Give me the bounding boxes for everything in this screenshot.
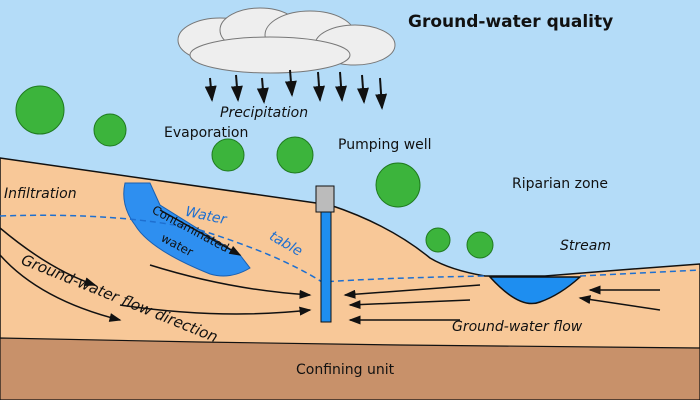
trees: [15, 85, 494, 259]
label-pumping-well: Pumping well: [338, 137, 432, 153]
label-infiltration: Infiltration: [4, 186, 77, 202]
label-ground-water-flow: Ground-water flow: [452, 319, 583, 335]
confining-unit: [0, 337, 700, 400]
label-riparian-zone: Riparian zone: [512, 176, 609, 192]
stream: [488, 276, 582, 305]
water-table-line: [0, 214, 700, 283]
label-stream: Stream: [560, 238, 611, 254]
label-confining-unit: Confining unit: [296, 362, 395, 378]
well-head: [315, 185, 335, 213]
pumping-well: [320, 211, 332, 323]
clouds: [177, 7, 396, 74]
rain-arrows: [204, 69, 388, 110]
diagram-title: Ground-water quality: [408, 12, 614, 32]
label-precipitation: Precipitation: [220, 105, 309, 121]
flow-arrows: [0, 209, 661, 325]
label-evaporation: Evaporation: [164, 125, 249, 141]
